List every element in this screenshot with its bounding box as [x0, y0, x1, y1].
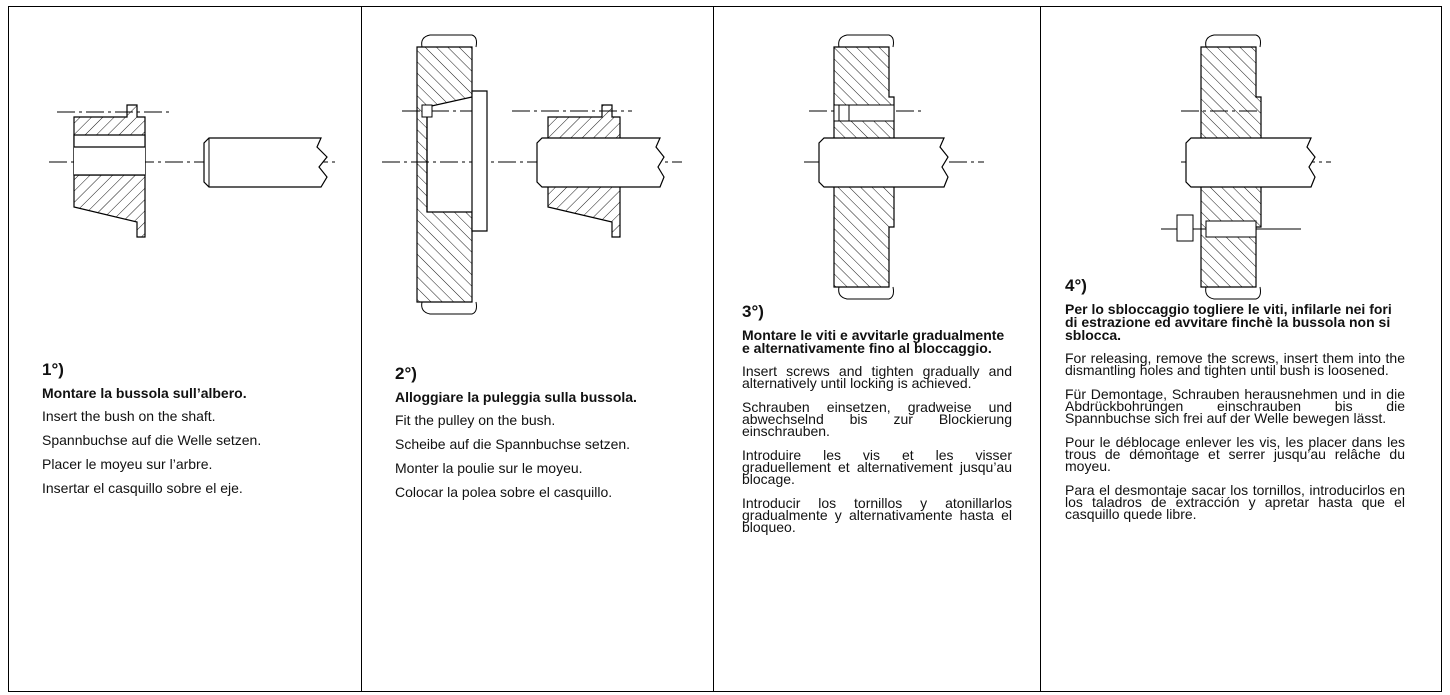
- step-number: 1°): [42, 360, 64, 379]
- step-3-drawing: [714, 7, 1040, 307]
- step-1-drawing: [9, 7, 361, 257]
- column-divider: [361, 7, 362, 691]
- step-2-drawing: [362, 7, 713, 327]
- step-text-de: Scheibe auf die Spannbuchse setzen.: [395, 436, 631, 452]
- step-text-de: Schrauben einsetzen, gradweise und abwec…: [742, 399, 1012, 439]
- step-2-text: 2°) Alloggiare la puleggia sulla bussola…: [395, 364, 680, 510]
- step-text-es: Insertar el casquillo sobre el eje.: [42, 480, 243, 496]
- step-text-de: Für Demontage, Schrauben herausnehmen un…: [1065, 386, 1405, 426]
- step-title-it: Montare la bussola sull’albero.: [42, 385, 247, 401]
- step-text-en: Insert the bush on the shaft.: [42, 408, 216, 424]
- step-1-text: 1°) Montare la bussola sull’albero. Inse…: [42, 360, 342, 506]
- step-text-en: Fit the pulley on the bush.: [395, 412, 556, 428]
- column-divider: [1040, 7, 1041, 691]
- step-3-panel: 3°) Montare le viti e avvitarle gradualm…: [714, 7, 1040, 691]
- step-text-fr: Monter la poulie sur le moyeu.: [395, 460, 583, 476]
- step-text-de: Spannbuchse auf die Welle setzen.: [42, 432, 262, 448]
- step-text-fr: Introduire les vis et les visser graduel…: [742, 447, 1012, 487]
- step-4-drawing: [1041, 7, 1443, 307]
- step-text-es: Para el desmontaje sacar los tornillos, …: [1065, 482, 1405, 522]
- step-4-text: 4°) Per lo sbloccaggio togliere le viti,…: [1065, 276, 1405, 532]
- step-number: 2°): [395, 364, 417, 383]
- step-3-text: 3°) Montare le viti e avvitarle gradualm…: [742, 302, 1012, 545]
- step-text-es: Colocar la polea sobre el casquillo.: [395, 484, 613, 500]
- step-text-en: Insert screws and tighten gradually and …: [742, 363, 1012, 391]
- step-4-panel: 4°) Per lo sbloccaggio togliere le viti,…: [1041, 7, 1443, 691]
- column-divider: [713, 7, 714, 691]
- step-title-it: Montare le viti e avvitarle gradualmente…: [742, 327, 1005, 356]
- step-number: 3°): [742, 302, 764, 321]
- instruction-sheet: 1°) Montare la bussola sull’albero. Inse…: [8, 6, 1442, 692]
- step-1-panel: 1°) Montare la bussola sull’albero. Inse…: [9, 7, 361, 691]
- step-text-en: For releasing, remove the screws, insert…: [1065, 350, 1405, 378]
- step-text-fr: Pour le déblocage enlever les vis, les p…: [1065, 434, 1405, 474]
- step-text-es: Introducir los tornillos y atonillarlos …: [742, 495, 1012, 535]
- step-text-fr: Placer le moyeu sur l’arbre.: [42, 456, 213, 472]
- step-title-it: Alloggiare la puleggia sulla bussola.: [395, 389, 637, 405]
- step-2-panel: 2°) Alloggiare la puleggia sulla bussola…: [362, 7, 713, 691]
- step-number: 4°): [1065, 276, 1087, 295]
- step-title-it: Per lo sbloccaggio togliere le viti, inf…: [1065, 301, 1392, 343]
